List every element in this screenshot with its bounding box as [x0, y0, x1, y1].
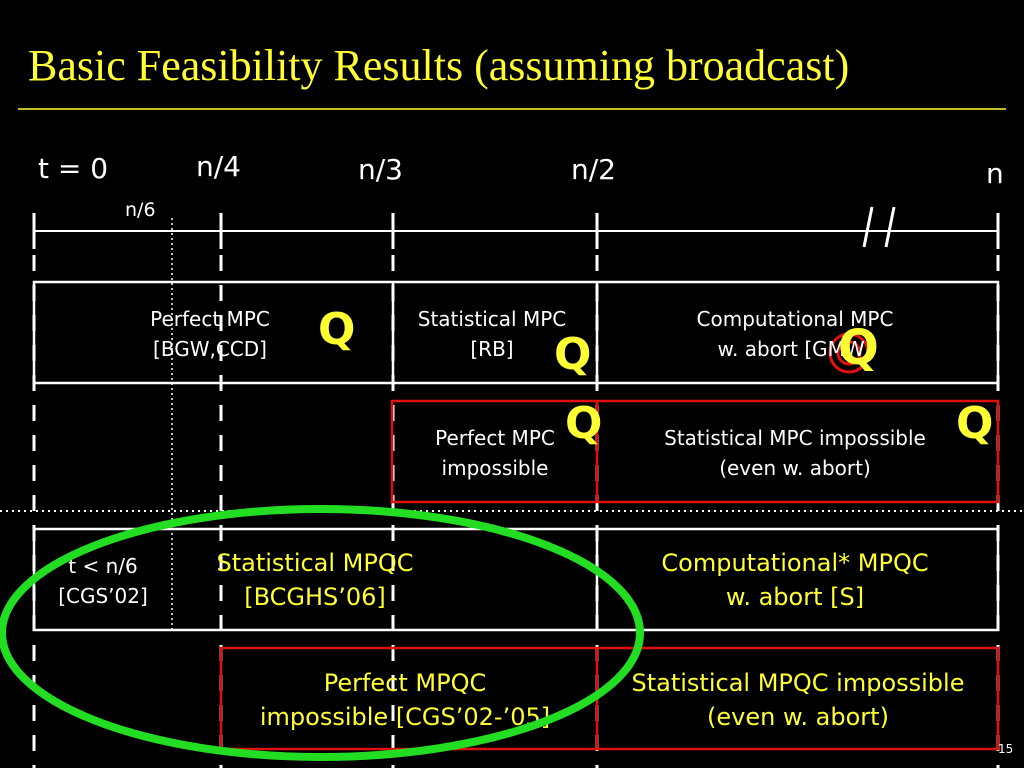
cell-cgs02: t < n/6 [CGS’02]: [40, 551, 166, 611]
row2-box: [390, 399, 1000, 504]
cell-line: (even w. abort): [707, 703, 889, 731]
cell-line: Statistical MPQC impossible: [631, 669, 965, 697]
cell-line: w. abort [S]: [725, 583, 865, 611]
axis-label-n3: n/3: [358, 153, 403, 186]
page-number: 15: [998, 742, 1014, 756]
cell-line: [RB]: [470, 337, 514, 361]
axis-break-2: [884, 206, 896, 248]
row4-box: [219, 646, 1000, 751]
target-circle-outer: [828, 332, 870, 374]
cell-perfect-mpqc-impossible: Perfect MPQC impossible [CGS’02-’05]: [240, 666, 570, 734]
cell-statistical-mpqc: Statistical MPQC [BCGHS’06]: [180, 546, 450, 614]
cell-line: [CGS’02]: [58, 584, 148, 608]
axis-label-n6: n/6: [125, 199, 156, 221]
axis-label-n2: n/2: [571, 153, 616, 186]
cell-line: (even w. abort): [719, 456, 871, 480]
axis-label-t0: t = 0: [38, 152, 109, 185]
cell-line: [BGW,CCD]: [153, 337, 267, 361]
cell-line: Statistical MPC impossible: [664, 426, 926, 450]
cell-line: w. abort [GMW]: [717, 337, 873, 361]
cell-perfect-mpc-impossible: Perfect MPC impossible: [395, 423, 595, 483]
q-marker-icon: Q: [318, 304, 356, 355]
axis-label-n: n: [986, 157, 1004, 190]
q-marker-icon: Q: [956, 398, 994, 449]
cell-statistical-mpqc-impossible: Statistical MPQC impossible (even w. abo…: [600, 666, 996, 734]
cell-line: Computational MPC: [696, 307, 894, 331]
cell-computational-mpqc: Computational* MPQC w. abort [S]: [630, 546, 960, 614]
cell-computational-mpc: Computational MPC w. abort [GMW]: [660, 304, 930, 364]
cell-line: Computational* MPQC: [661, 549, 929, 577]
q-marker-icon: Q: [838, 320, 879, 376]
cell-line: impossible [CGS’02-’05]: [259, 703, 551, 731]
cell-line: Perfect MPQC: [323, 669, 487, 697]
q-marker-icon: Q: [554, 329, 592, 380]
cell-line: Perfect MPC: [435, 426, 555, 450]
cell-statistical-mpc-impossible: Statistical MPC impossible (even w. abor…: [620, 423, 970, 483]
cell-line: impossible: [441, 456, 549, 480]
cell-line: Statistical MPQC: [216, 549, 414, 577]
axis-break-1: [862, 206, 874, 248]
axis-label-n4: n/4: [196, 150, 241, 183]
q-marker-icon: Q: [565, 398, 603, 449]
target-circle-inner: [836, 340, 862, 366]
cell-line: t < n/6: [68, 554, 138, 578]
cell-line: Statistical MPC: [417, 307, 567, 331]
cell-statistical-mpc: Statistical MPC [RB]: [393, 304, 591, 364]
cell-perfect-mpc: Perfect MPC [BGW,CCD]: [104, 304, 316, 364]
page-title: Basic Feasibility Results (assuming broa…: [28, 41, 850, 90]
cell-line: [BCGHS’06]: [244, 583, 386, 611]
cell-line: Perfect MPC: [150, 307, 270, 331]
row1-box: [32, 280, 1000, 385]
